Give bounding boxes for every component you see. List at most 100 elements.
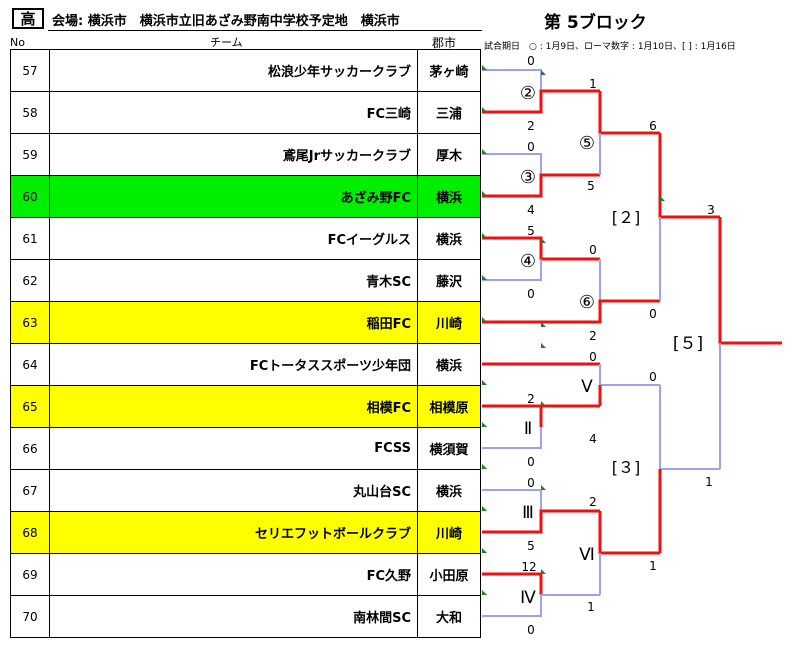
match-label-2: ② xyxy=(520,83,536,104)
team-number: 70 xyxy=(11,596,50,637)
team-number: 62 xyxy=(11,260,50,301)
score-s_top: 3 xyxy=(707,203,715,217)
team-city: 茅ヶ崎 xyxy=(429,65,469,80)
team-number: 60 xyxy=(11,176,50,217)
match-label-b2: [２] xyxy=(612,208,641,227)
score-s69: 12 xyxy=(521,560,536,574)
team-city: 川崎 xyxy=(435,527,462,542)
team-city: 藤沢 xyxy=(435,275,462,290)
schedule-legend: 試合期日 ○ : 1月9日、ローマ数字 : 1月10日、[ ] : 1月16日 xyxy=(484,42,736,52)
match-label-3: ③ xyxy=(520,167,536,188)
score-s_m5: 6 xyxy=(649,119,657,133)
team-name: 南林間SC xyxy=(50,596,418,637)
line-r3 xyxy=(598,511,660,555)
venue-line: 会場: 横浜市 横浜市立旧あざみ野南中学校予定地 横浜市 xyxy=(52,14,400,29)
team-number: 65 xyxy=(11,386,50,427)
line-final-top xyxy=(718,217,782,345)
flag-marker xyxy=(482,191,487,196)
line-70 xyxy=(482,594,600,617)
flag-marker xyxy=(541,343,546,348)
match-label-6: ⑥ xyxy=(579,292,595,313)
line-59 xyxy=(482,153,542,175)
match-label-r6: Ⅵ xyxy=(579,545,595,565)
score-s70: 0 xyxy=(527,623,535,637)
header-underline xyxy=(48,30,482,31)
line-62 xyxy=(482,259,542,281)
match-label-r2: Ⅱ xyxy=(524,419,532,439)
team-name: 丸山台SC xyxy=(50,470,418,511)
score-s_m6: 2 xyxy=(589,329,597,343)
team-number: 67 xyxy=(11,470,50,511)
team-name: FCSS xyxy=(50,428,418,469)
flag-marker xyxy=(482,590,487,595)
match-label-r3: Ⅲ xyxy=(522,503,534,523)
team-name: 青木SC xyxy=(50,260,418,301)
team-number: 61 xyxy=(11,218,50,259)
flag-marker xyxy=(541,238,546,243)
column-header-team: チーム xyxy=(210,36,243,49)
score-s_r4: 1 xyxy=(587,600,595,614)
flag-marker xyxy=(482,464,487,469)
flag-marker xyxy=(541,569,546,574)
line-61 xyxy=(482,236,600,261)
line-58 xyxy=(482,89,600,114)
match-label-b5: [５] xyxy=(673,334,703,354)
score-s61: 5 xyxy=(527,224,535,238)
team-name: FCイーグルス xyxy=(50,218,418,259)
team-city: 横浜 xyxy=(435,359,462,374)
flag-marker xyxy=(482,107,487,112)
match-label-r4: Ⅳ xyxy=(520,588,536,608)
score-s_m4: 0 xyxy=(589,243,597,257)
score-s_m3: 5 xyxy=(587,179,595,193)
team-number: 69 xyxy=(11,554,50,595)
team-number: 57 xyxy=(11,50,50,91)
team-name: FC三崎 xyxy=(50,92,418,133)
team-number: 59 xyxy=(11,134,50,175)
category-badge: 高 xyxy=(12,8,44,29)
flag-marker xyxy=(482,275,487,280)
match-label-4: ④ xyxy=(520,251,536,272)
team-number: 58 xyxy=(11,92,50,133)
score-s64: 0 xyxy=(589,350,597,364)
flag-marker xyxy=(541,322,546,327)
team-city: 横浜 xyxy=(435,233,462,248)
team-city: 大和 xyxy=(435,611,462,626)
team-city: 厚木 xyxy=(435,149,462,164)
column-header-city: 郡市 xyxy=(432,36,457,50)
score-s_b2: 0 xyxy=(649,307,657,321)
column-header-no: No xyxy=(10,36,25,49)
team-number: 66 xyxy=(11,428,50,469)
team-city: 川崎 xyxy=(435,317,462,332)
score-s_r5: 0 xyxy=(649,370,657,384)
match-label-r5: Ⅴ xyxy=(581,377,593,397)
team-city: 小田原 xyxy=(429,569,469,584)
team-name: セリエフットボールクラブ xyxy=(50,512,418,553)
score-s_r2: 4 xyxy=(589,432,597,446)
score-s68: 5 xyxy=(527,539,535,553)
score-s66: 0 xyxy=(527,455,535,469)
flag-marker xyxy=(482,506,487,511)
flag-marker xyxy=(482,65,487,70)
team-city: 横浜 xyxy=(435,485,462,500)
score-s_r6: 1 xyxy=(649,559,657,573)
team-name: FCトータススポーツ少年団 xyxy=(50,344,418,385)
team-name: あざみ野FC xyxy=(50,176,418,217)
score-s65: 2 xyxy=(527,392,535,406)
score-s62: 0 xyxy=(527,287,535,301)
flag-marker xyxy=(482,233,487,238)
